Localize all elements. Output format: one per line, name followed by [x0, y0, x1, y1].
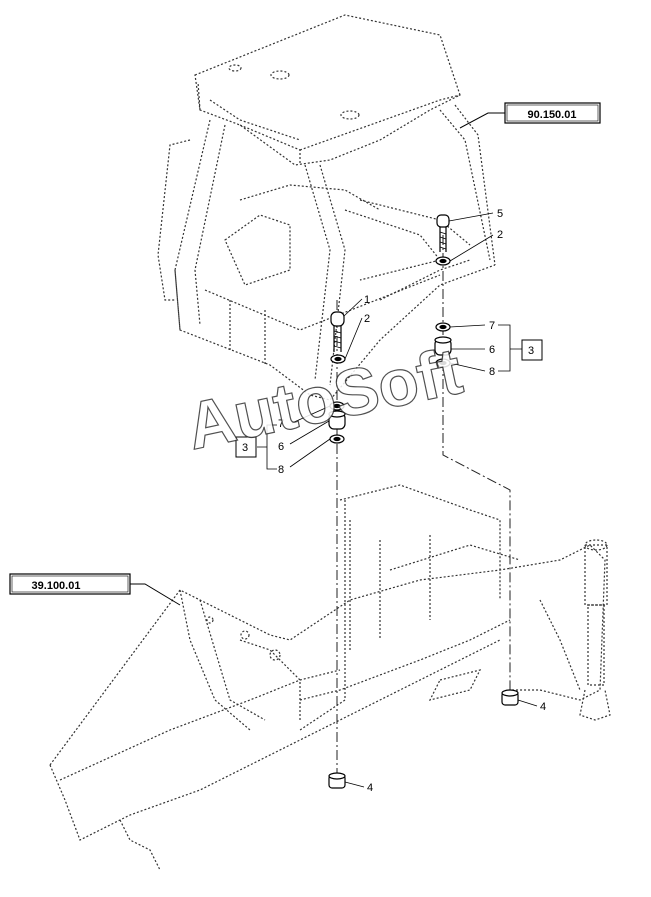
callout-7-right: 7 [489, 320, 495, 332]
alignment-lines [336, 235, 511, 780]
isolator-left-6 [328, 410, 346, 430]
cab-outline [157, 14, 496, 401]
frame-outline [49, 484, 611, 871]
callout-8-left: 8 [278, 464, 284, 476]
callout-8-right: 8 [489, 366, 495, 378]
callout-3-left: 3 [242, 442, 248, 454]
callout-leaders [257, 212, 538, 788]
callout-4-right: 4 [540, 701, 546, 713]
callout-2-left: 2 [364, 313, 370, 325]
bolt-right [436, 214, 450, 252]
ref-label-frame: 39.100.01 [32, 580, 81, 592]
callout-3-left-box[interactable]: 3 [235, 436, 257, 458]
callout-4-bottom: 4 [367, 782, 373, 794]
bolt-left [330, 311, 345, 352]
callout-2-right: 2 [497, 229, 503, 241]
callout-3-right: 3 [528, 345, 534, 357]
nut-right-4 [501, 689, 519, 706]
ref-label-cab: 90.150.01 [528, 109, 577, 121]
ref-box-frame[interactable]: 39.100.01 [9, 573, 181, 606]
callout-3-right-box[interactable]: 3 [521, 339, 543, 361]
nut-bottom-4 [328, 772, 346, 789]
callout-1: 1 [364, 294, 370, 306]
mounting-hardware [328, 214, 519, 789]
ref-box-cab[interactable]: 90.150.01 [459, 102, 601, 129]
callout-6-right: 6 [489, 344, 495, 356]
isolator-right-6 [434, 336, 452, 356]
callout-5: 5 [497, 208, 503, 220]
callout-7-left: 7 [278, 418, 284, 430]
callout-6-left: 6 [278, 441, 284, 453]
